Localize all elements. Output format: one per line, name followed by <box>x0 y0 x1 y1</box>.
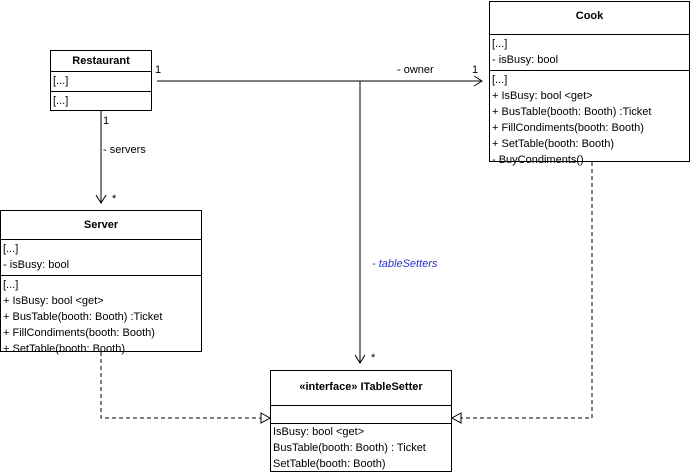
cook-class[interactable]: Cook [...] - isBusy: bool [...] + IsBusy… <box>489 1 690 166</box>
owner-source-multiplicity: 1 <box>155 64 162 76</box>
server-attributes: [...] - isBusy: bool <box>1 239 201 275</box>
restaurant-class-name: Restaurant <box>72 55 130 67</box>
servers-role-label: - servers <box>103 144 146 156</box>
restaurant-attributes: [...] <box>51 71 151 91</box>
cook-operations: [...] + IsBusy: bool <get> + BusTable(bo… <box>490 70 689 170</box>
operation: + FillCondiments(booth: Booth) <box>3 327 155 339</box>
operation: + BusTable(booth: Booth) :Ticket <box>3 311 163 323</box>
restaurant-class[interactable]: Restaurant [...] [...] <box>50 50 152 111</box>
servers-source-multiplicity: 1 <box>103 115 110 127</box>
operation: + IsBusy: bool <get> <box>3 295 104 307</box>
operation: [...] <box>492 74 508 86</box>
itablesetter-attributes <box>271 405 451 423</box>
table-setters-arrowhead <box>354 354 366 364</box>
operation: [...] <box>53 95 69 107</box>
owner-role-label: - owner <box>397 64 434 76</box>
owner-arrowhead <box>473 75 483 87</box>
server-realization-line <box>100 352 261 419</box>
owner-target-multiplicity: 1 <box>472 64 479 76</box>
itablesetter-interface[interactable]: «interface» ITableSetter IsBusy: bool <g… <box>270 370 452 472</box>
server-realization-arrowhead <box>260 412 272 424</box>
operation: + SetTable(booth: Booth) <box>492 138 614 150</box>
server-class-name: Server <box>83 219 119 231</box>
cook-realization-line <box>461 162 593 419</box>
operation: + IsBusy: bool <get> <box>492 90 593 102</box>
attribute: - isBusy: bool <box>3 259 70 271</box>
operation: BusTable(booth: Booth) : Ticket <box>273 442 426 454</box>
attribute: [...] <box>53 75 69 87</box>
attribute: - isBusy: bool <box>492 54 559 66</box>
table-setters-target-multiplicity: * <box>371 352 376 364</box>
server-operations: [...] + IsBusy: bool <get> + BusTable(bo… <box>1 275 201 359</box>
operation: SetTable(booth: Booth) <box>273 458 386 470</box>
itablesetter-operations: IsBusy: bool <get> BusTable(booth: Booth… <box>271 423 451 474</box>
cook-attributes: [...] - isBusy: bool <box>490 34 689 70</box>
servers-arrowhead <box>95 194 107 204</box>
operation: + SetTable(booth: Booth) <box>3 343 125 355</box>
operation: + BusTable(booth: Booth) :Ticket <box>492 106 652 118</box>
cook-class-name: Cook <box>575 10 604 22</box>
cook-realization-arrowhead <box>450 412 462 424</box>
attribute: [...] <box>492 38 508 50</box>
servers-target-multiplicity: * <box>112 193 117 205</box>
server-class[interactable]: Server [...] - isBusy: bool [...] + IsBu… <box>0 210 202 355</box>
itablesetter-interface-name: «interface» ITableSetter <box>299 381 423 393</box>
operation: [...] <box>3 279 19 291</box>
operation: + FillCondiments(booth: Booth) <box>492 122 644 134</box>
restaurant-operations: [...] <box>51 91 151 111</box>
operation: IsBusy: bool <get> <box>273 426 365 438</box>
operation: - BuyCondiments() <box>492 154 584 166</box>
table-setters-role-label: - tableSetters <box>372 258 438 270</box>
attribute: [...] <box>3 243 19 255</box>
